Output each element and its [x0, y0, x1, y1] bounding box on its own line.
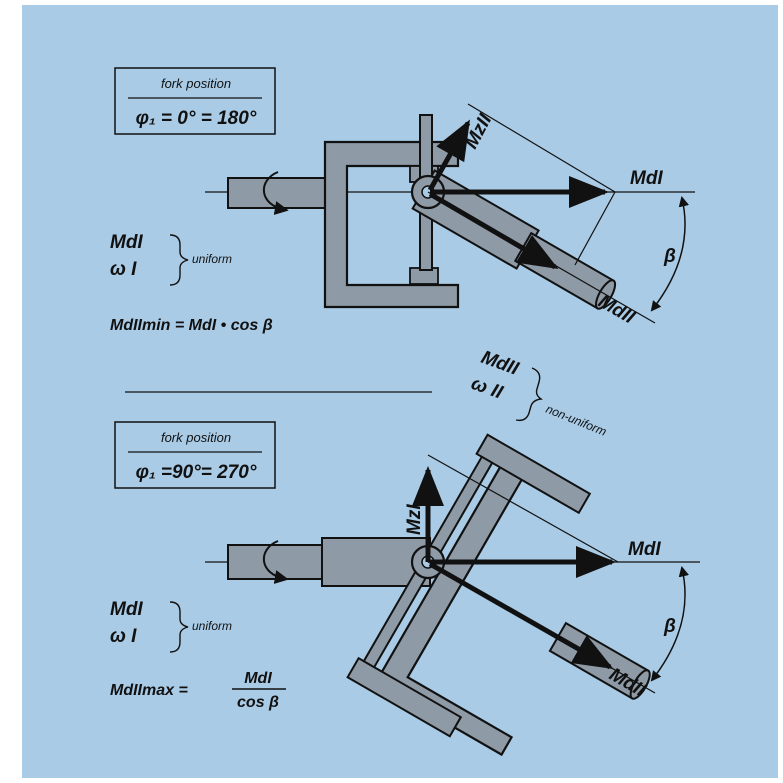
bottom-label-mdi: MdI	[628, 539, 661, 560]
top-fork-position-equation: φ₁ = 0° = 180°	[136, 108, 257, 129]
top-fork-position-box	[114, 67, 276, 135]
bottom-input-shaft	[227, 544, 329, 580]
bottom-fork-cap-upper	[475, 433, 592, 515]
top-rotation-arrow	[262, 171, 289, 215]
bottom-fork-cap-lower	[346, 656, 463, 738]
bottom-fork-position-equation: φ₁ =90°= 270°	[136, 462, 257, 483]
bottom-angle-arc	[650, 565, 689, 682]
bottom-label-mzi: MzI	[404, 504, 425, 535]
bottom-uniform-label: uniform	[192, 619, 232, 633]
top-torque-mdi: MdI	[110, 232, 143, 253]
top-projection-line-1	[467, 103, 616, 193]
top-formula: MdIImin = MdI • cos β	[110, 317, 273, 334]
bottom-formula-numerator: MdI	[244, 670, 272, 687]
bottom-rotation-arrow	[262, 540, 289, 584]
top-brace	[169, 234, 189, 286]
middle-brace	[515, 367, 543, 422]
top-angle-arc	[650, 195, 689, 312]
bottom-label-beta: β	[663, 616, 676, 637]
top-input-shaft	[227, 177, 329, 209]
bottom-omega-i: ω I	[110, 626, 137, 647]
bottom-fork-position-box	[114, 421, 276, 489]
top-vector-mdii	[428, 191, 559, 270]
bottom-formula-lhs: MdIImax =	[110, 682, 188, 699]
top-omega-i: ω I	[110, 259, 137, 280]
top-output-axis-line	[427, 191, 656, 324]
bottom-torque-mdi: MdI	[110, 599, 143, 620]
top-diagram: fork position φ₁ = 0° = 180°	[110, 67, 695, 334]
top-uniform-label: uniform	[192, 252, 232, 266]
bottom-brace	[169, 601, 189, 653]
bottom-formula-denominator: cos β	[237, 694, 279, 711]
bottom-projection-line	[427, 454, 619, 563]
bottom-output-axis-line	[427, 561, 656, 694]
top-fork-position-label: fork position	[161, 76, 231, 91]
top-label-mdi: MdI	[630, 168, 663, 189]
bottom-diagram: fork position φ₁ =90°= 270° MzI Md	[110, 421, 700, 757]
bottom-fork-position-label: fork position	[161, 430, 231, 445]
top-vector-mzii	[427, 119, 471, 192]
top-projection-line-2	[574, 191, 616, 266]
top-label-beta: β	[663, 246, 676, 267]
